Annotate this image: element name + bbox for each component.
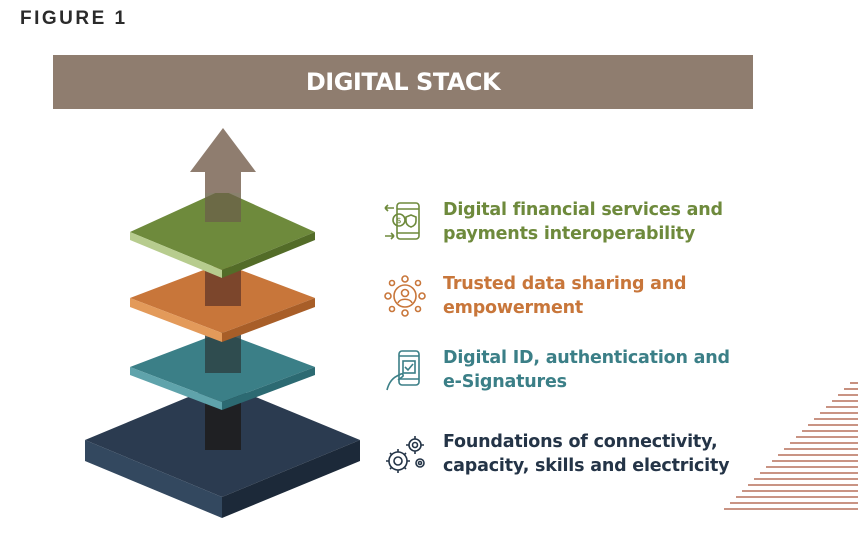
layer-label-foundations: Foundations of connectivity, capacity, s…: [443, 432, 730, 476]
layer-item-digital-id: Digital ID, authentication and e-Signatu…: [383, 346, 733, 394]
mobile-payment-icon: $: [384, 202, 420, 240]
layer-label-data-sharing: Trusted data sharing and empowerment: [443, 274, 687, 318]
svg-text:$: $: [396, 216, 401, 225]
layer-item-foundations: Foundations of connectivity, capacity, s…: [383, 430, 733, 478]
phone-id-check-icon: [386, 350, 420, 391]
arrow-head: [190, 128, 256, 172]
layer-label-digital-id: Digital ID, authentication and e-Signatu…: [443, 348, 730, 392]
layer-item-data-sharing: Trusted data sharing and empowerment: [383, 272, 733, 320]
layer-item-financial: $ Digital financial services and payment…: [383, 198, 733, 246]
layer-label-financial: Digital financial services and payments …: [443, 200, 723, 244]
financial-layer: [130, 190, 315, 278]
data-sharing-network-icon: [384, 275, 426, 317]
title-banner: DIGITAL STACK: [53, 55, 753, 109]
arrow-shaft-upper: [205, 171, 241, 193]
diagram-title: DIGITAL STACK: [305, 68, 501, 96]
gears-icon: [386, 436, 425, 473]
figure-label: FIGURE 1: [20, 8, 128, 29]
